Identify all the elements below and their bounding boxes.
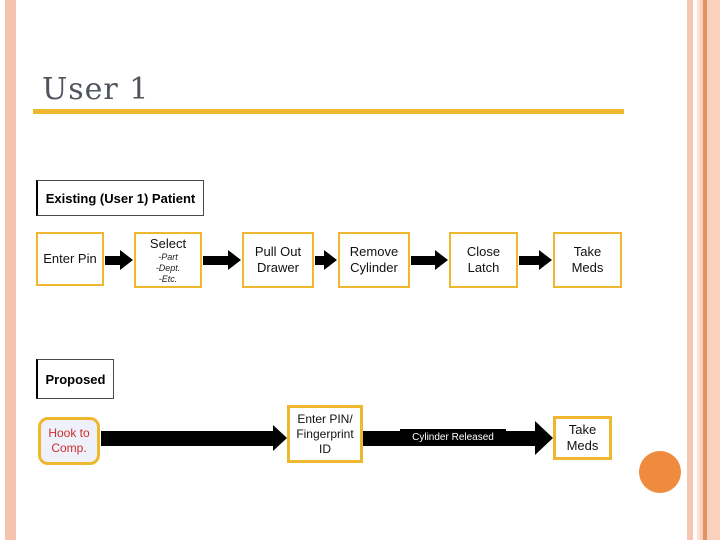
step-text: Latch — [467, 260, 500, 275]
step-text: Select — [149, 235, 187, 251]
proposed-flow-label: Proposed — [36, 359, 114, 399]
step-subtext: -Dept. — [155, 262, 181, 273]
step-subtext: -Etc. — [158, 273, 178, 284]
right-accent-stripe-wide — [697, 0, 720, 540]
flow-arrow — [315, 250, 337, 270]
flow-step-hook-to-comp: Hook to Comp. — [38, 417, 100, 465]
flow-step-take-meds-existing: Take Meds — [553, 232, 622, 288]
step-text: Drawer — [257, 260, 299, 275]
flow-step-close-latch: Close Latch — [449, 232, 518, 288]
step-text: ID — [319, 441, 331, 456]
step-text: Take — [573, 244, 602, 259]
arrow-head — [539, 250, 552, 270]
arrow-head — [120, 250, 133, 270]
arrow-shaft — [101, 430, 273, 446]
flow-arrow — [411, 250, 448, 270]
step-text: Remove — [349, 244, 399, 259]
flow-step-select: Select -Part -Dept. -Etc. — [134, 232, 202, 288]
step-subtext: -Part — [158, 251, 178, 262]
arrow-head — [535, 421, 553, 455]
arrow-shaft — [315, 255, 324, 265]
flow-step-enter-pin: Enter Pin — [36, 232, 104, 286]
flow-step-take-meds-proposed: Take Meds — [553, 416, 612, 460]
step-text: Meds — [571, 260, 604, 275]
step-text: Fingerprint — [296, 426, 354, 441]
proposed-flow-arrow — [101, 421, 287, 455]
arrow-shaft — [519, 255, 539, 265]
step-text: Meds — [566, 438, 599, 453]
right-accent-stripe-dark-line — [703, 0, 707, 540]
title-underline — [33, 109, 624, 114]
arrow-shaft — [105, 255, 120, 265]
proposed-flow-label-text: Proposed — [45, 371, 106, 387]
left-accent-stripe — [5, 0, 16, 540]
right-accent-stripe-highlight — [697, 0, 700, 540]
step-text: Take — [568, 422, 597, 437]
flow-step-pull-out-drawer: Pull Out Drawer — [242, 232, 314, 288]
flow-step-enter-pin-fingerprint: Enter PIN/ Fingerprint ID — [287, 405, 363, 463]
flow-arrow — [105, 250, 133, 270]
arrow-shaft — [203, 255, 228, 265]
arrow-head — [273, 425, 287, 451]
step-text: Comp. — [51, 441, 87, 455]
step-text: Cylinder — [350, 260, 398, 275]
arrow-head — [228, 250, 241, 270]
arrow-label-cylinder-released: Cylinder Released — [400, 429, 506, 446]
flow-step-remove-cylinder: Remove Cylinder — [338, 232, 410, 288]
accent-circle — [639, 451, 681, 493]
step-text: Hook to — [48, 426, 90, 440]
step-text: Enter PIN/ — [297, 411, 353, 426]
flow-arrow — [519, 250, 552, 270]
flow-arrow — [203, 250, 241, 270]
arrow-head — [324, 250, 337, 270]
existing-flow-label: Existing (User 1) Patient — [36, 180, 204, 216]
page-title: User 1 — [42, 72, 150, 107]
arrow-shaft — [411, 255, 435, 265]
step-text: Pull Out — [254, 244, 302, 259]
step-text: Close — [466, 244, 501, 259]
arrow-head — [435, 250, 448, 270]
step-text: Enter Pin — [43, 251, 97, 266]
right-accent-stripe-thin — [687, 0, 693, 540]
existing-flow-label-text: Existing (User 1) Patient — [45, 190, 196, 206]
